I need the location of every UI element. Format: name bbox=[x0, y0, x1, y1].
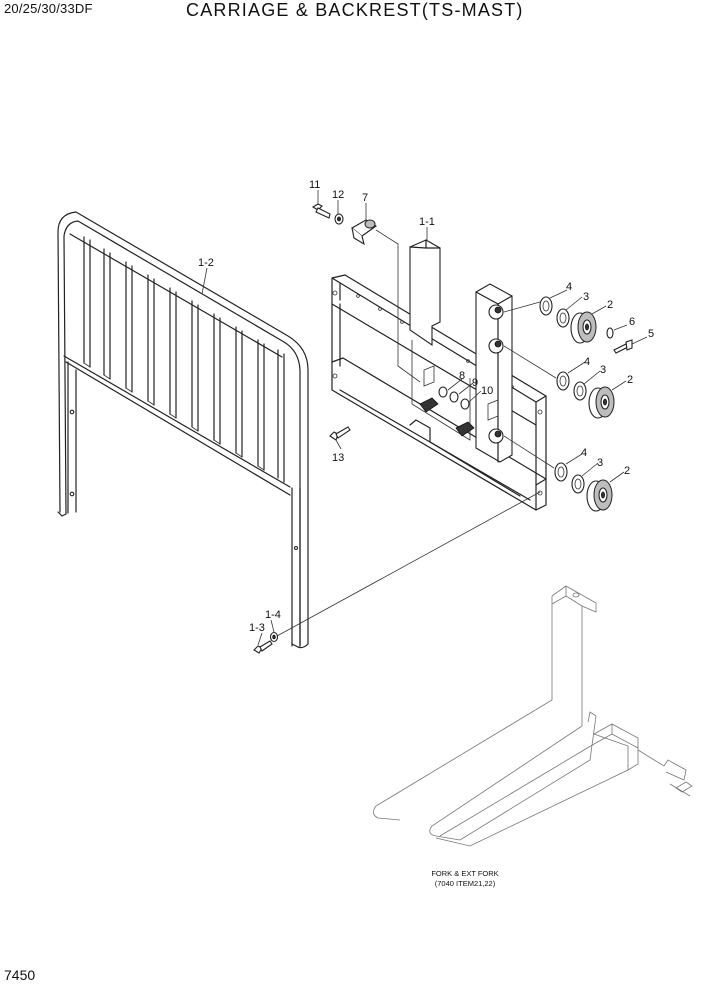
washer-12 bbox=[334, 213, 344, 225]
bolt-1-3-washer-1-4 bbox=[253, 631, 279, 654]
backrest-1-2 bbox=[57, 211, 309, 649]
callout-4-upper: 4 bbox=[566, 281, 572, 293]
callout-3-middle: 3 bbox=[600, 364, 606, 376]
callout-9: 9 bbox=[472, 377, 478, 389]
callout-11: 11 bbox=[309, 179, 320, 191]
callout-1-3: 1-3 bbox=[249, 622, 265, 634]
callout-7: 7 bbox=[362, 192, 368, 204]
callout-2-middle: 2 bbox=[627, 374, 633, 386]
callout-6: 6 bbox=[629, 316, 635, 328]
callout-1-1: 1-1 bbox=[419, 216, 435, 228]
callout-1-2: 1-2 bbox=[198, 257, 214, 269]
callout-3-upper: 3 bbox=[583, 291, 589, 303]
stopper-7 bbox=[351, 219, 378, 246]
callout-4-middle: 4 bbox=[584, 356, 590, 368]
roller-set-middle bbox=[556, 371, 615, 419]
callout-2-upper: 2 bbox=[607, 299, 613, 311]
fork-note-line1: FORK & EXT FORK bbox=[431, 869, 499, 878]
leader-lines bbox=[201, 190, 648, 646]
fork-illustration bbox=[373, 585, 693, 847]
callout-labels: 11 12 7 1-1 1-2 4 3 2 6 5 8 9 10 4 3 2 1… bbox=[198, 179, 654, 634]
page-title: CARRIAGE & BACKREST(TS-MAST) bbox=[186, 0, 524, 20]
shims-8-9-10 bbox=[438, 386, 470, 410]
fork-note-line2: (7040 ITEM21,22) bbox=[434, 879, 496, 888]
bolt-13 bbox=[329, 426, 351, 441]
callout-3-lower: 3 bbox=[597, 457, 603, 469]
roller-set-lower bbox=[554, 462, 613, 512]
carriage-frame bbox=[331, 239, 547, 511]
page-number: 7450 bbox=[4, 967, 36, 983]
callout-5: 5 bbox=[648, 328, 654, 340]
callout-2-lower: 2 bbox=[624, 465, 630, 477]
callout-8: 8 bbox=[459, 370, 465, 382]
callout-13: 13 bbox=[332, 452, 344, 464]
callout-12: 12 bbox=[332, 189, 344, 201]
bolt-11 bbox=[311, 203, 331, 219]
callout-10: 10 bbox=[481, 385, 493, 397]
model-label: 20/25/30/33DF bbox=[4, 1, 93, 16]
fork-note: FORK & EXT FORK (7040 ITEM21,22) bbox=[395, 869, 535, 889]
callout-4-lower: 4 bbox=[581, 447, 587, 459]
roller-set-upper bbox=[539, 296, 633, 354]
callout-1-4: 1-4 bbox=[265, 609, 281, 621]
